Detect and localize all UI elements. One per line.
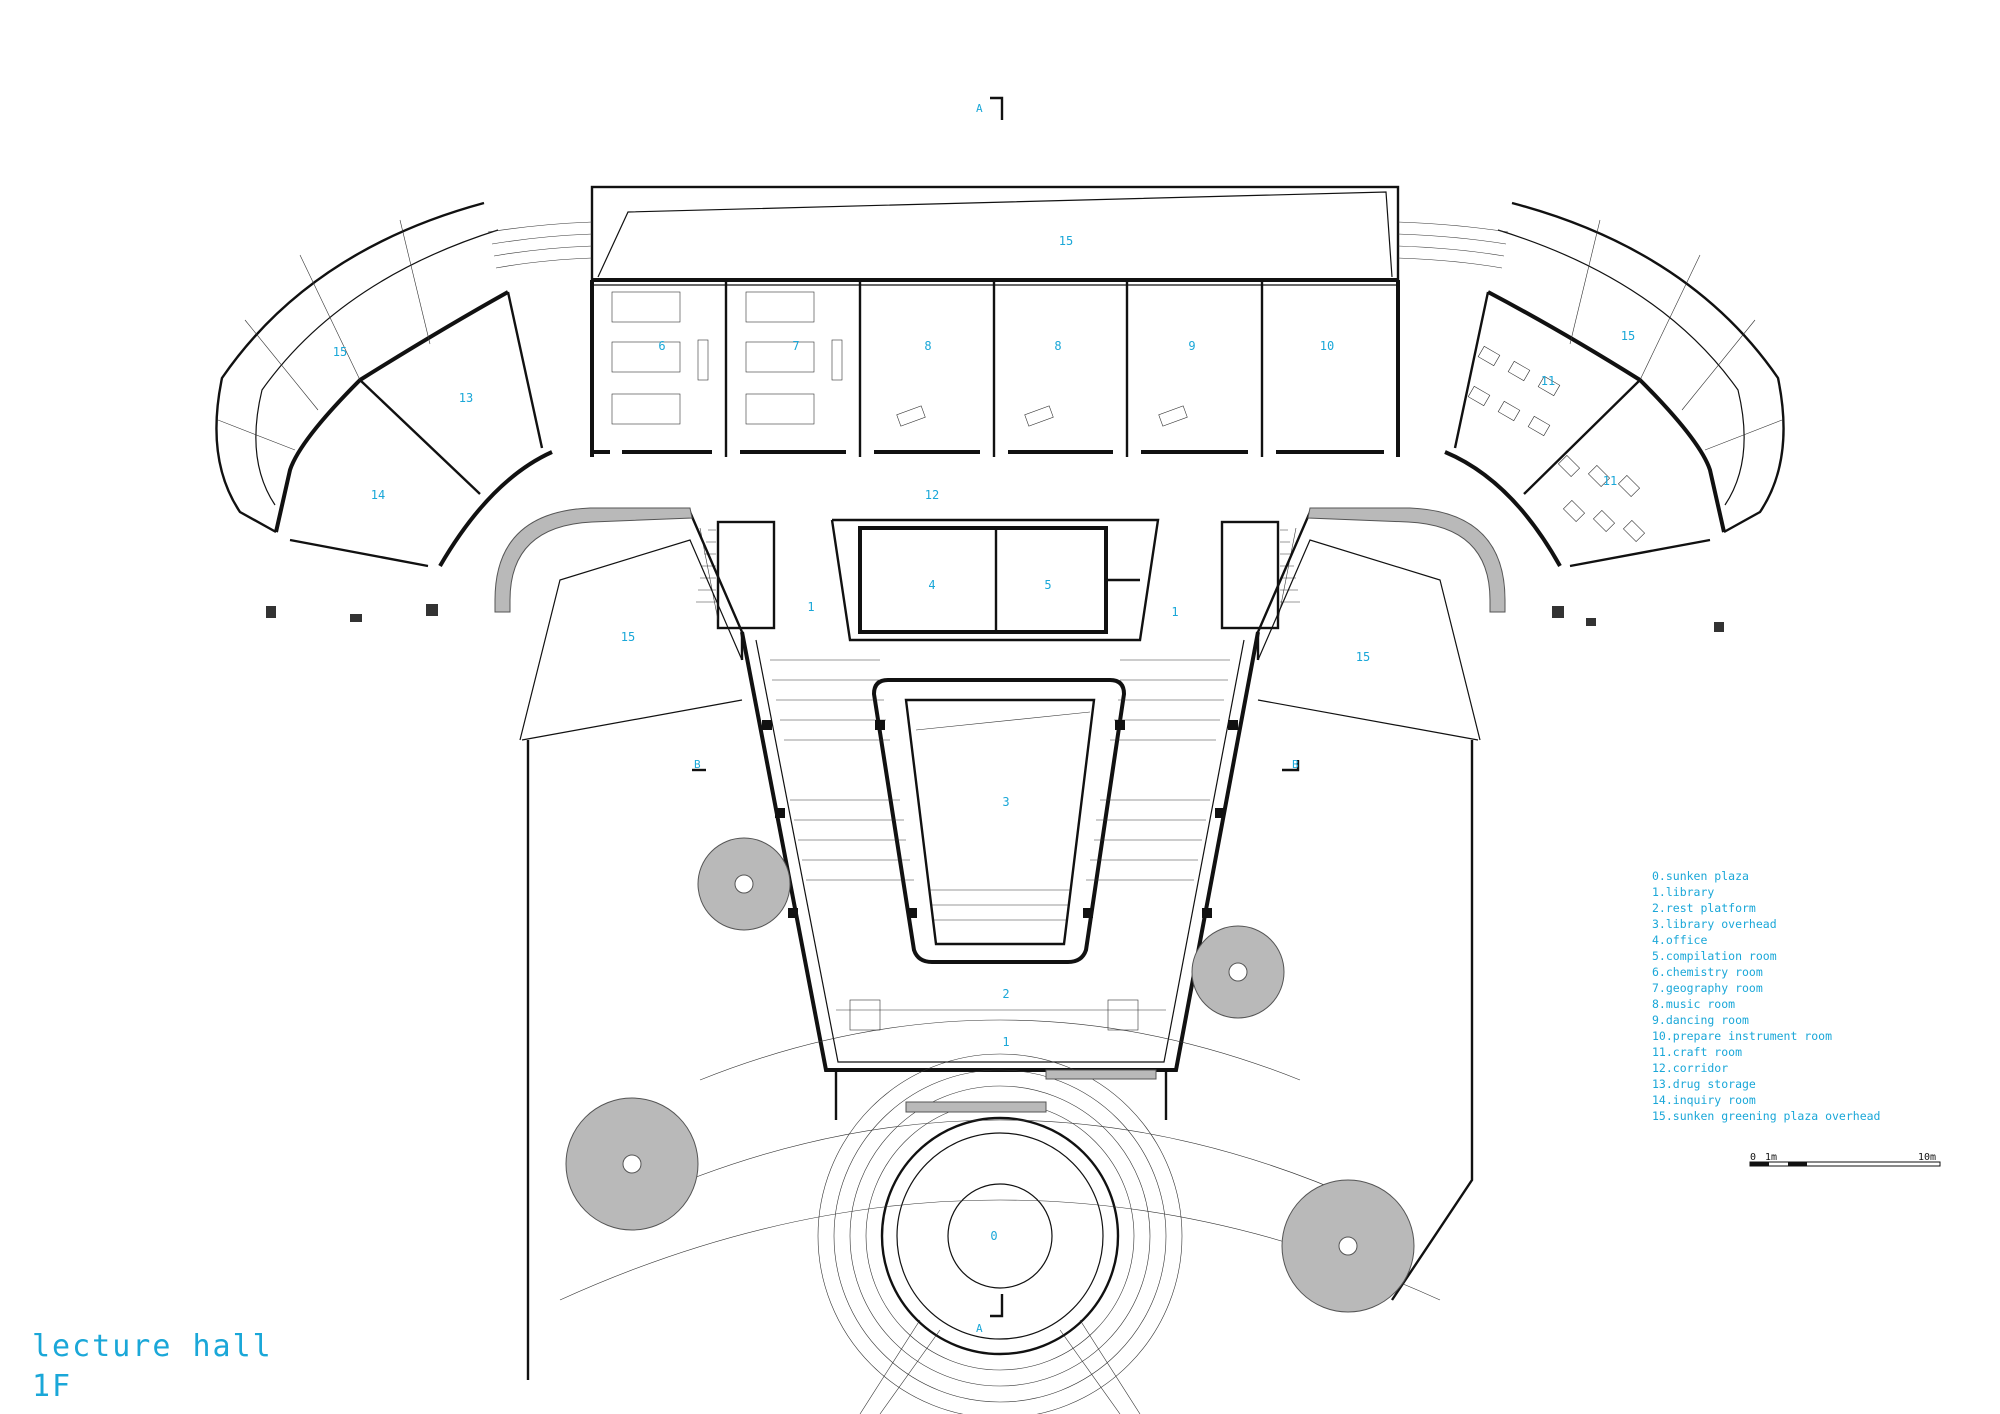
section-mark-a-top: A — [976, 102, 983, 115]
room-label-10: 10 — [1320, 339, 1334, 353]
desks-room-6 — [611, 291, 709, 425]
legend-item: 5.compilation room — [1652, 949, 1777, 963]
sunken-plaza — [526, 740, 1474, 1414]
legend-item: 7.geography room — [1652, 981, 1763, 995]
legend-item: 13.drug storage — [1652, 1077, 1756, 1091]
room-label-8b: 8 — [1054, 339, 1061, 353]
room-labels: 15 15 15 13 14 6 7 8 8 9 10 11 11 12 4 5… — [333, 234, 1635, 1243]
room-label-1-right: 1 — [1171, 605, 1178, 619]
legend-item: 0.sunken plaza — [1652, 869, 1749, 883]
section-mark-b-left: B — [694, 758, 701, 771]
legend-item: 12.corridor — [1652, 1061, 1729, 1075]
desks-room-7 — [745, 291, 843, 425]
library-hall — [740, 631, 1260, 1072]
section-markers: A A B B — [692, 96, 1300, 1335]
legend-item: 6.chemistry room — [1652, 965, 1763, 979]
drawing-title: lecture hall — [32, 1329, 273, 1364]
floor-label: 1F — [32, 1369, 73, 1404]
room-label-6: 6 — [658, 339, 665, 353]
room-label-3: 3 — [1002, 795, 1009, 809]
room-label-13: 13 — [459, 391, 473, 405]
legend-item: 8.music room — [1652, 997, 1736, 1011]
room-label-1-left: 1 — [807, 600, 814, 614]
right-wing — [1397, 201, 1785, 568]
room-label-15-right-mid: 15 — [1356, 650, 1370, 664]
legend-item: 11.craft room — [1652, 1045, 1743, 1059]
room-label-15-right-wing: 15 — [1621, 329, 1635, 343]
north-block — [590, 185, 1400, 457]
legend-item: 3.library overhead — [1652, 917, 1777, 931]
room-label-14: 14 — [371, 488, 385, 502]
desks-room-11 — [1467, 345, 1646, 543]
front-columns — [266, 604, 1724, 632]
room-label-12: 12 — [925, 488, 939, 502]
left-wing — [215, 201, 593, 568]
room-label-4: 4 — [928, 578, 935, 592]
legend-item: 14.inquiry room — [1652, 1093, 1756, 1107]
scale-ten: 10m — [1918, 1152, 1936, 1163]
room-label-0: 0 — [990, 1229, 997, 1243]
room-label-11a: 11 — [1541, 374, 1555, 388]
legend-item: 10.prepare instrument room — [1652, 1029, 1833, 1043]
stepped-seating — [770, 659, 1230, 1011]
legend-item: 2.rest platform — [1652, 901, 1756, 915]
section-mark-a-bottom: A — [976, 1322, 983, 1335]
room-label-11b: 11 — [1603, 474, 1617, 488]
legend-item: 4.office — [1652, 933, 1708, 947]
section-mark-b-right: B — [1292, 758, 1299, 771]
central-core — [696, 518, 1300, 642]
side-plazas — [494, 507, 1506, 741]
room-label-7: 7 — [792, 339, 799, 353]
legend-item: 15.sunken greening plaza overhead — [1652, 1109, 1881, 1123]
room-label-5: 5 — [1044, 578, 1051, 592]
scale-zero: 0 — [1750, 1152, 1756, 1163]
room-legend: 0.sunken plaza 1.library 2.rest platform… — [1652, 868, 1880, 1124]
room-label-9: 9 — [1188, 339, 1195, 353]
room-label-2: 2 — [1002, 987, 1009, 1001]
scale-bar: 0 1m 10m — [1749, 1152, 1941, 1167]
legend-item: 9.dancing room — [1652, 1013, 1749, 1027]
drawing-title-block: lecture hall 1F — [32, 1327, 273, 1407]
legend-item: 1.library — [1652, 885, 1715, 899]
room-label-8a: 8 — [924, 339, 931, 353]
room-label-1-center: 1 — [1002, 1035, 1009, 1049]
room-label-15-left-wing: 15 — [333, 345, 347, 359]
room-label-15-top: 15 — [1059, 234, 1073, 248]
scale-one: 1m — [1765, 1152, 1777, 1163]
room-label-15-left-mid: 15 — [621, 630, 635, 644]
